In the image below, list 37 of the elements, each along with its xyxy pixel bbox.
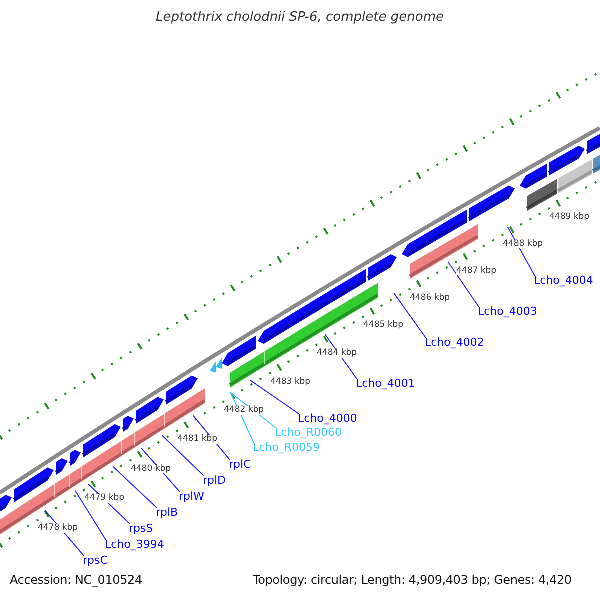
genome-summary-text: Topology: circular; Length: 4,909,403 bp; Genes: 4,420 [253, 574, 572, 586]
leader-line [74, 490, 106, 540]
gene-label: Lcho_4004 [534, 275, 594, 286]
tick-label: 4479 kbp [84, 494, 126, 503]
tick-label: 4480 kbp [130, 464, 172, 473]
tick-label: 4487 kbp [456, 266, 498, 276]
gene-label: rplB [156, 507, 178, 518]
gene-label: Lcho_3994 [105, 539, 164, 550]
tick-label: 4484 kbp [316, 349, 358, 358]
leader-line [112, 466, 158, 508]
gene-label: Lcho_4001 [356, 378, 416, 389]
leader-line [162, 434, 204, 476]
gene-label: rpsC [83, 555, 108, 566]
gene-label: Lcho_4000 [298, 413, 358, 424]
leader-line [448, 261, 480, 308]
gene-label: rpsS [129, 523, 154, 534]
leader-line [141, 448, 180, 492]
tick-label: 4485 kbp [362, 321, 405, 330]
diagram-title: Leptothrix cholodnii SP-6, complete genome [155, 10, 445, 25]
gene-label: Lcho_R0059 [253, 442, 320, 453]
gene-label: Lcho_4002 [425, 337, 484, 348]
tick-label: 4486 kbp [409, 294, 452, 302]
tick-label: 4482 kbp [223, 406, 266, 415]
gene-label: Lcho_R0060 [275, 427, 342, 438]
gene-label: rplC [229, 459, 252, 470]
leader-line [507, 226, 536, 276]
gene-label: rplD [203, 475, 226, 486]
tick-label: 4483 kbp [270, 378, 312, 386]
leader-line [250, 380, 300, 414]
tick-label: 4489 kbp [548, 213, 591, 222]
leader-line [394, 293, 426, 338]
gene-label: rplW [179, 491, 204, 502]
accession-text: Accession: NC_010524 [10, 574, 142, 586]
tick-label: 4478 kbp [37, 524, 80, 533]
tick-label: 4488 kbp [502, 240, 544, 248]
tick-label: 4481 kbp [176, 435, 219, 444]
gene-label: Lcho_4003 [478, 306, 538, 317]
